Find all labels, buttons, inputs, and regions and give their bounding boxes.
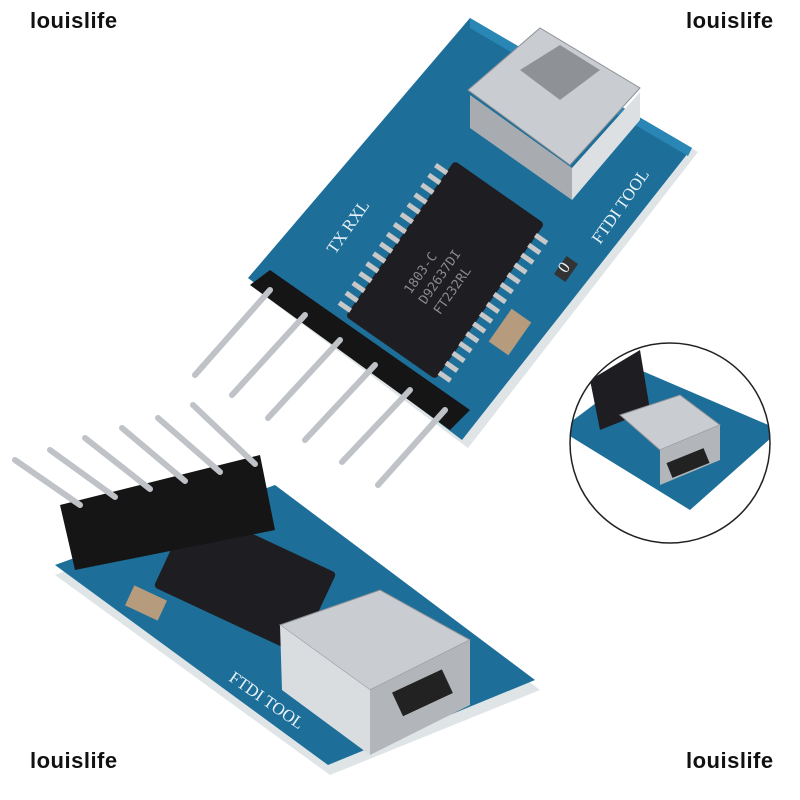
ft232rl-chip: 1803-C D92637DI FT232RL [337,162,549,383]
watermark-top-right: louislife [686,8,774,33]
watermark-top-left: louislife [30,8,118,33]
mini-usb-connector-bottom [278,589,472,755]
top-board: 1803-C D92637DI FT232RL FTDI TOOL TX RXL… [192,18,698,488]
pin-header-bottom [12,402,275,570]
watermark-bottom-left: louislife [30,748,118,773]
bottom-board: FTDI TOOL [12,402,540,775]
mini-usb-connector-top [467,27,641,200]
watermark-bottom-right: louislife [686,748,774,773]
pin-header-top [192,270,470,488]
inset-detail-circle [569,342,771,544]
